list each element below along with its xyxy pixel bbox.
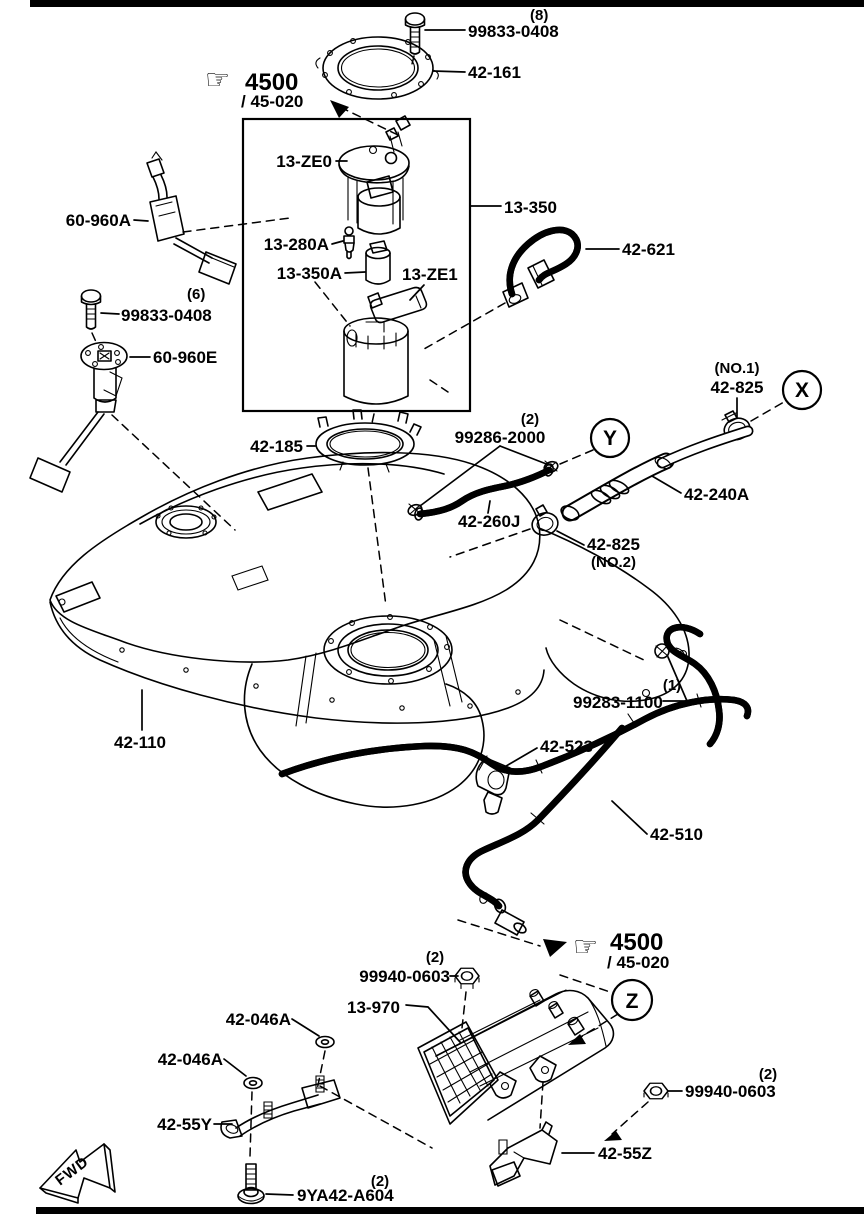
ref-bottom-sublabel: / 45-020 bbox=[607, 953, 669, 972]
bolt-bottom-icon bbox=[237, 1163, 265, 1205]
pump-motor-icon bbox=[365, 240, 391, 285]
reservoir-cup-icon bbox=[343, 317, 449, 405]
nut-lower-icon bbox=[643, 1082, 669, 1100]
callout-labels: (8) 99833-0408 42-161 13-ZE0 13-350 60-9… bbox=[66, 7, 809, 1205]
seal-ring-icon bbox=[315, 409, 422, 473]
washer-lower-part: 42-046A bbox=[158, 1050, 223, 1069]
pump-flange-part: 13-ZE0 bbox=[276, 152, 332, 171]
pump-flange-icon bbox=[338, 115, 411, 225]
bolt-left-qty: (6) bbox=[187, 286, 205, 303]
bracket-55z-part: 42-55Z bbox=[598, 1144, 652, 1163]
ref-top-arrowhead bbox=[330, 100, 349, 118]
view-y-circle bbox=[589, 417, 631, 459]
bracket-55y-part: 42-55Y bbox=[157, 1115, 212, 1134]
nut-upper-icon bbox=[454, 967, 480, 990]
view-z-circle bbox=[610, 978, 654, 1022]
clamp-no2-part: 42-825 bbox=[587, 535, 640, 554]
pump-body-icon bbox=[357, 175, 401, 235]
nut-lower-arrowhead bbox=[604, 1131, 622, 1141]
ref-bottom-label: 4500 bbox=[610, 929, 663, 956]
nut-lower-qty: (2) bbox=[759, 1066, 777, 1083]
nut-lower-part: 99940-0603 bbox=[685, 1082, 776, 1101]
clip-pair-part: 99286-2000 bbox=[455, 428, 546, 447]
reference-bottom: ☞ 4500 / 45-020 bbox=[457, 919, 669, 993]
pump-motor-part: 13-350A bbox=[277, 264, 342, 283]
nut-upper-qty: (2) bbox=[426, 949, 444, 966]
bolt-top-part: 99833-0408 bbox=[468, 22, 559, 41]
view-z-letter: Z bbox=[626, 990, 639, 1013]
sensor-icon bbox=[343, 226, 355, 260]
retainer-ring-icon bbox=[315, 36, 439, 100]
ref-bottom-arrowhead bbox=[543, 939, 567, 957]
bottom-border-bar bbox=[36, 1207, 864, 1214]
fuel-tank-icon bbox=[49, 451, 690, 808]
seal-ring-part: 42-185 bbox=[250, 437, 303, 456]
washer-upper-part: 42-046A bbox=[226, 1010, 291, 1029]
bolt-bottom-part: 9YA42-A604 bbox=[297, 1186, 394, 1205]
bracket-523-icon bbox=[475, 757, 511, 815]
reference-top: ☞ 4500 / 45-020 bbox=[205, 63, 399, 136]
sender-a-part: 60-960A bbox=[66, 211, 131, 230]
vent-pipe-icon bbox=[502, 230, 578, 308]
nut-upper-part: 99940-0603 bbox=[359, 967, 450, 986]
view-z-arrowhead bbox=[568, 1034, 586, 1045]
bracket-55z-icon bbox=[489, 1121, 558, 1187]
view-y-letter: Y bbox=[603, 427, 617, 450]
bolt-left-icon bbox=[80, 289, 102, 330]
clamp-no1-part: 42-825 bbox=[711, 378, 764, 397]
clip-single-icon bbox=[654, 627, 720, 748]
pump-unit-part: 13-350 bbox=[504, 198, 557, 217]
view-x-circle bbox=[781, 369, 823, 411]
clip-single-part: 99283-1100 bbox=[573, 693, 663, 712]
fwd-label: FWD bbox=[52, 1153, 92, 1189]
hand-pointer-icon: ☞ bbox=[205, 63, 230, 96]
retainer-ring-assembly bbox=[315, 12, 466, 100]
canister-part: 13-970 bbox=[347, 998, 400, 1017]
retainer-part: 42-161 bbox=[468, 63, 521, 82]
top-border-bar bbox=[30, 0, 864, 7]
canister-icon bbox=[417, 989, 615, 1125]
bracket-55y-icon bbox=[220, 1075, 341, 1139]
bolt-top-icon bbox=[404, 12, 426, 55]
clamp-no2-note: (NO.2) bbox=[591, 554, 636, 571]
filler-hose-part: 42-240A bbox=[684, 485, 749, 504]
sender-e-icon bbox=[29, 341, 128, 493]
clamp-no1-note: (NO.1) bbox=[715, 360, 760, 377]
hand-pointer-icon-bottom: ☞ bbox=[573, 930, 598, 963]
sender-e-part: 60-960E bbox=[153, 348, 217, 367]
sensor-part: 13-280A bbox=[264, 235, 329, 254]
bolt-top-qty: (8) bbox=[530, 7, 548, 24]
clip-single-qty: (1) bbox=[663, 677, 681, 694]
evap-pipe-icon bbox=[278, 693, 748, 936]
bolt-bottom-qty: (2) bbox=[371, 1173, 389, 1190]
view-x-letter: X bbox=[795, 379, 809, 402]
filler-hose-icon bbox=[560, 425, 754, 522]
fuel-tank-part: 42-110 bbox=[114, 733, 166, 752]
washer-upper-icon bbox=[315, 1035, 335, 1049]
bolt-left-part: 99833-0408 bbox=[121, 306, 212, 325]
vent-pipe-part: 42-621 bbox=[622, 240, 675, 259]
ref-top-label: 4500 bbox=[245, 69, 298, 96]
evap-pipe-part: 42-510 bbox=[650, 825, 703, 844]
connector-part: 13-ZE1 bbox=[402, 265, 458, 284]
ref-top-sublabel: / 45-020 bbox=[241, 92, 303, 111]
pump-module-box bbox=[241, 115, 472, 413]
clamp-no2-icon bbox=[531, 504, 559, 536]
clip-pair-qty: (2) bbox=[521, 411, 539, 428]
washer-lower-icon bbox=[243, 1076, 263, 1090]
joint-pipe-part: 42-260J bbox=[458, 512, 520, 531]
fwd-arrow: FWD bbox=[39, 1143, 116, 1204]
sender-a-icon bbox=[146, 151, 237, 285]
joint-pipe-icon bbox=[414, 463, 554, 521]
bracket-523-part: 42-523 bbox=[540, 737, 593, 756]
